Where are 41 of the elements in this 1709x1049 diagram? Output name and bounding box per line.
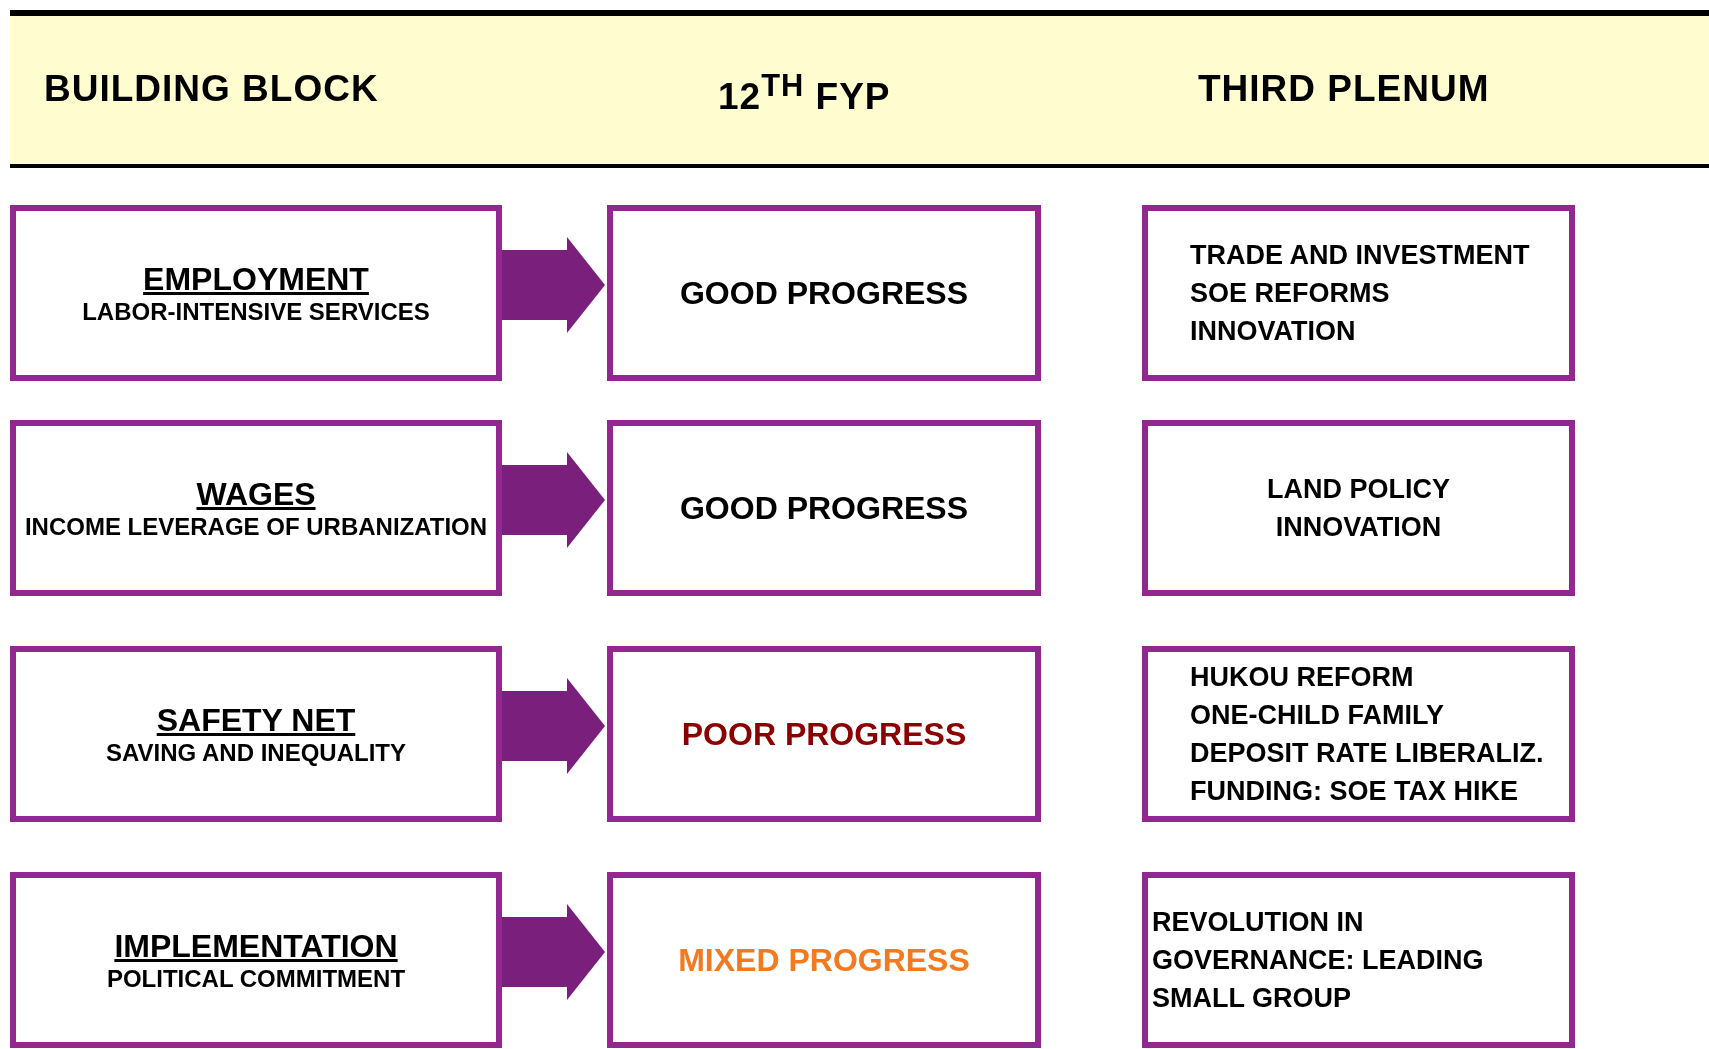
progress-rating: MIXED PROGRESS xyxy=(678,941,970,979)
reform-item: ONE-CHILD FAMILY xyxy=(1190,699,1444,732)
reform-item: TRADE AND INVESTMENT xyxy=(1190,239,1530,272)
reform-item: INNOVATION xyxy=(1190,315,1356,348)
block-subtitle: INCOME LEVERAGE OF URBANIZATION xyxy=(24,512,488,541)
block-subtitle: LABOR-INTENSIVE SERVICES xyxy=(82,297,430,326)
reform-item: REVOLUTION IN GOVERNANCE: LEADING SMALL GROUP xyxy=(1152,906,1485,1015)
progress-box xyxy=(607,420,1041,596)
reform-item: HUKOU REFORM xyxy=(1190,661,1414,694)
progress-box xyxy=(607,872,1041,1048)
reform-box xyxy=(1142,646,1575,822)
block-heading: IMPLEMENTATION xyxy=(114,927,398,965)
reform-item: INNOVATION xyxy=(1275,511,1442,544)
building-block-box xyxy=(10,420,502,596)
block-subtitle: POLITICAL COMMITMENT xyxy=(106,964,406,993)
block-heading: SAFETY NET xyxy=(156,701,356,739)
progress-rating: POOR PROGRESS xyxy=(681,715,967,753)
column-header: BUILDING BLOCK xyxy=(44,68,379,110)
column-header: THIRD PLENUM xyxy=(1198,68,1490,110)
block-heading: WAGES xyxy=(196,475,316,513)
reform-box xyxy=(1142,872,1575,1048)
building-block-box xyxy=(10,205,502,381)
block-arrow xyxy=(502,678,605,774)
reform-item: DEPOSIT RATE LIBERALIZ. xyxy=(1190,737,1544,770)
block-arrow xyxy=(502,904,605,1000)
progress-rating: GOOD PROGRESS xyxy=(679,489,968,527)
block-subtitle: SAVING AND INEQUALITY xyxy=(106,738,406,767)
progress-box xyxy=(607,646,1041,822)
block-arrow xyxy=(502,237,605,333)
reform-item: FUNDING: SOE TAX HIKE xyxy=(1190,775,1518,808)
column-header: 12$^{TH}$ FYP xyxy=(718,68,891,119)
reform-box xyxy=(1142,420,1575,596)
block-heading: EMPLOYMENT xyxy=(143,260,369,298)
building-block-box xyxy=(10,872,502,1048)
progress-rating: GOOD PROGRESS xyxy=(679,274,968,312)
progress-box xyxy=(607,205,1041,381)
block-arrow xyxy=(502,452,605,548)
building-block-box xyxy=(10,646,502,822)
reform-item: SOE REFORMS xyxy=(1190,277,1390,310)
reform-box xyxy=(1142,205,1575,381)
reform-item: LAND POLICY xyxy=(1267,473,1450,506)
